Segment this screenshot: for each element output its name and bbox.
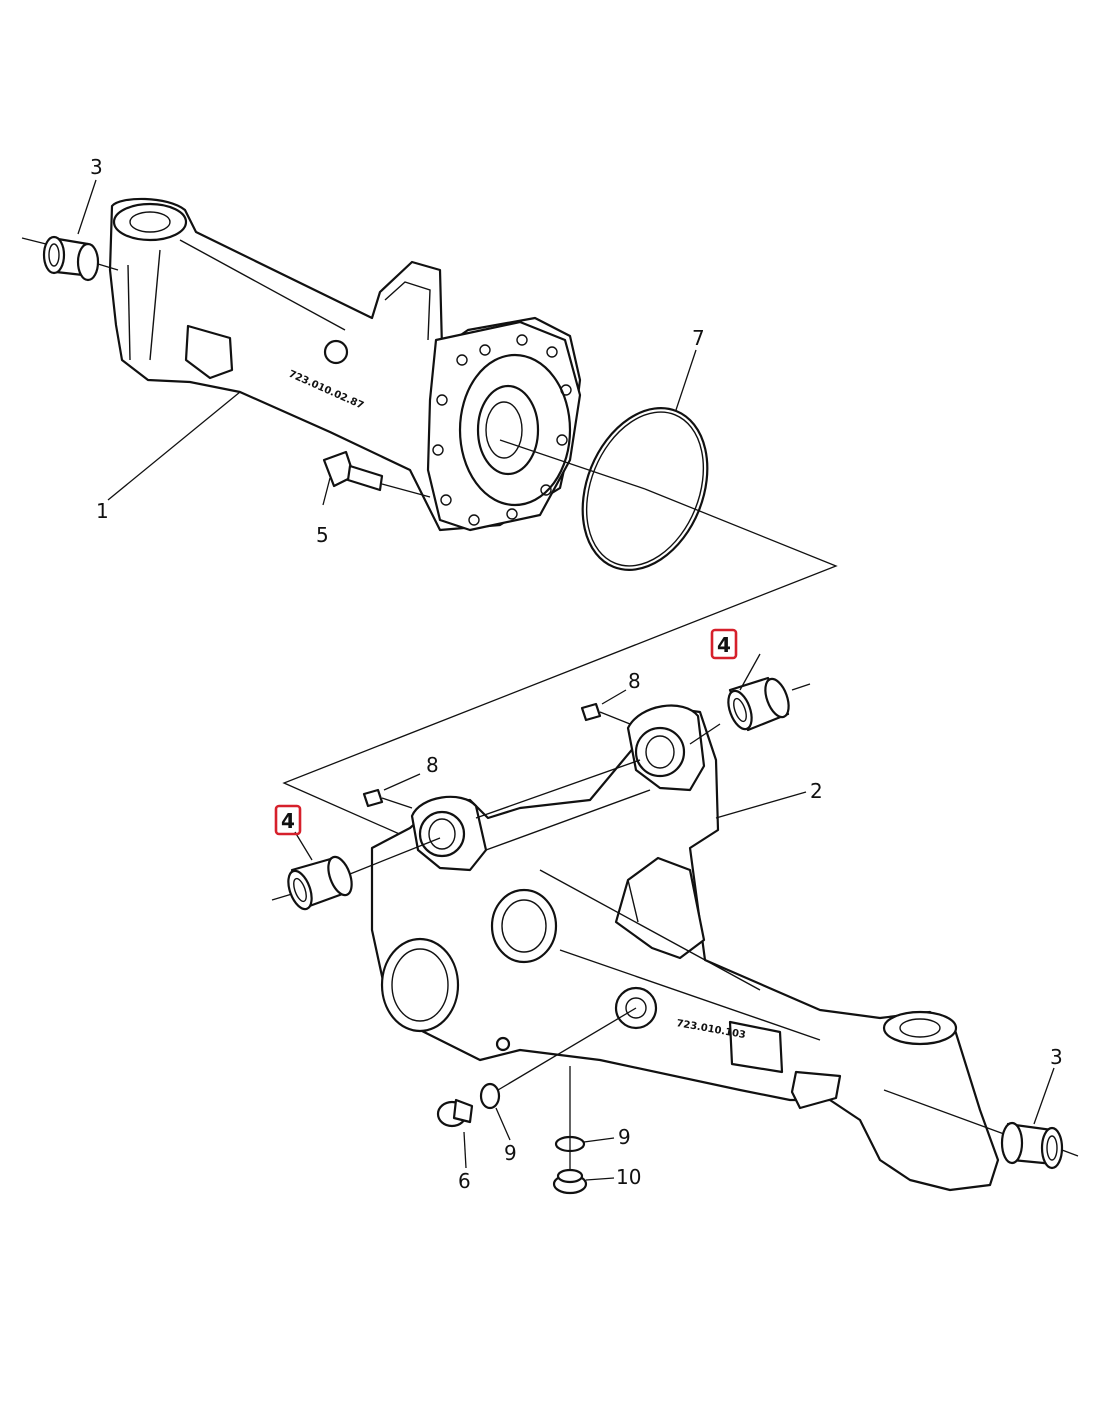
drain-plug-part-10[interactable]	[552, 1168, 615, 1195]
callout-1: 1	[96, 499, 109, 523]
callout-4-right: 4	[717, 633, 731, 657]
callout-3-lower: 3	[1050, 1045, 1063, 1069]
bushing-part-4-right[interactable]	[689, 653, 811, 745]
callout-8-left: 8	[426, 753, 439, 777]
plug-part-6[interactable]	[436, 1098, 474, 1169]
seal-ring-part-9-bottom[interactable]	[554, 1066, 615, 1170]
callout-2: 2	[810, 779, 823, 803]
callout-6: 6	[458, 1169, 471, 1193]
axle-housing-part-2[interactable]: 723.010.103	[370, 704, 1000, 1192]
callout-3-upper: 3	[90, 155, 103, 179]
callout-8-right: 8	[628, 669, 641, 693]
callout-4-left: 4	[281, 809, 295, 833]
callout-4-right-highlight	[710, 628, 738, 660]
callout-9-left: 9	[504, 1141, 517, 1165]
grease-nipple-part-8-left[interactable]	[362, 773, 421, 809]
callout-9-bottom: 9	[618, 1125, 631, 1149]
bushing-part-3-upper[interactable]	[21, 235, 119, 282]
seal-ring-part-9-left[interactable]	[479, 1007, 637, 1141]
callout-5: 5	[316, 523, 329, 547]
callout-4-left-highlight	[274, 804, 302, 836]
bushing-part-3-lower[interactable]	[883, 1067, 1079, 1170]
grease-nipple-part-8-right[interactable]	[580, 689, 631, 725]
axle-housing-part-1[interactable]: 723.010.02.87	[108, 197, 582, 532]
bolt-part-5[interactable]	[322, 450, 431, 498]
callout-10: 10	[616, 1165, 641, 1189]
bushing-part-4-left[interactable]	[271, 831, 441, 912]
callout-7: 7	[692, 326, 705, 350]
